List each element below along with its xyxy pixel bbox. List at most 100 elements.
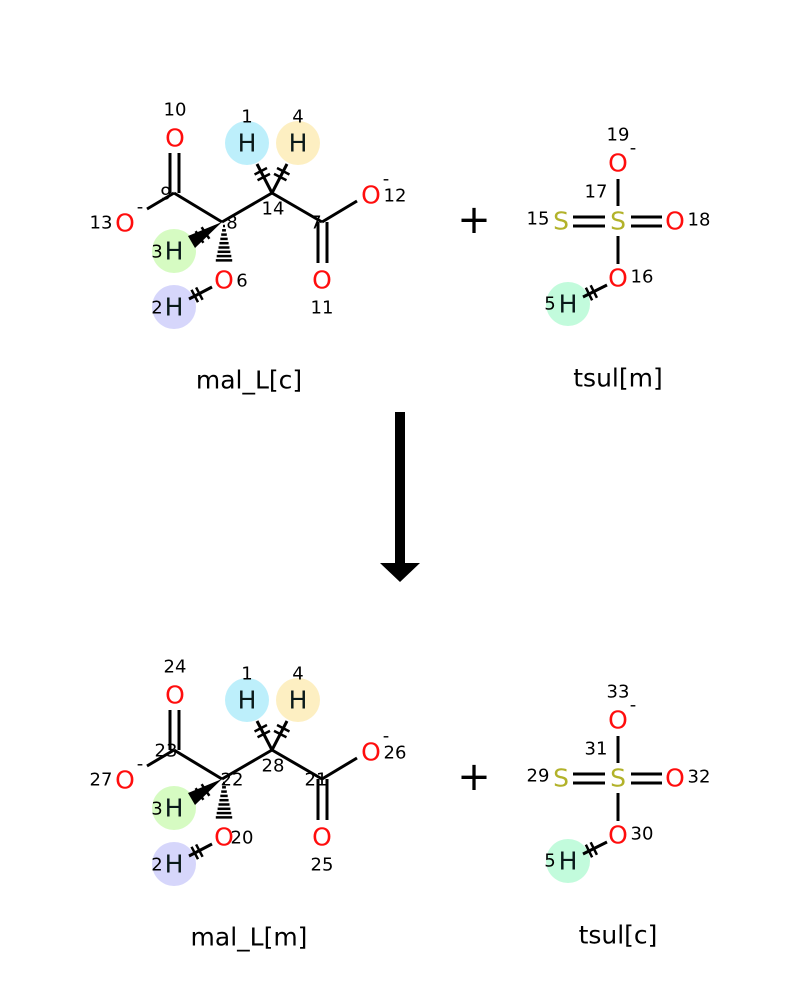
charge-label: - [137,197,144,218]
atom-number: 2 [151,855,162,876]
charge-label: - [630,695,637,716]
atom-h: H [165,237,184,266]
atom-number: 23 [155,741,178,762]
atom-number: 27 [90,770,113,791]
bonds [146,710,358,860]
atom-number: 11 [311,298,334,319]
atom-number: 1 [241,107,252,128]
charge-label: - [137,754,144,775]
atom-h: H [289,686,308,715]
atom-number: 6 [236,271,247,292]
atom-h: H [165,850,184,879]
atom-number: 21 [305,770,328,791]
atom-o: O [214,823,234,852]
atom-h: H [289,129,308,158]
atom-number: 7 [310,213,321,234]
plus-sign-reactants: + [457,197,491,243]
bonds [573,179,662,301]
atom-s: S [553,764,569,793]
atom-number: 14 [262,199,285,220]
atom-o: O [312,266,332,295]
charge-label: - [383,726,390,747]
atom-number: 18 [688,210,711,231]
atom-h: H [238,686,257,715]
plus-sign-products: + [457,754,491,800]
atom-number: 12 [384,186,407,207]
atom-o: O [665,207,685,236]
atom-number: 15 [527,209,550,230]
atom-o: O [165,124,185,153]
reaction-arrow [380,412,420,582]
atom-number: 4 [292,107,303,128]
atom-number: 10 [164,100,187,121]
atom-number: 22 [221,770,244,791]
atom-number: 29 [527,766,550,787]
atom-o: O [312,823,332,852]
atom-highlight [152,842,196,886]
atom-h: H [165,293,184,322]
atom-o: O [361,738,381,767]
molecule-name: mal_L[c] [196,366,302,395]
atom-number: 17 [585,182,608,203]
atom-h: H [559,847,578,876]
atom-highlight [276,121,320,165]
atom-h: H [559,290,578,319]
atom-highlight [152,786,196,830]
atom-number: 3 [151,242,162,263]
atom-highlight [225,121,269,165]
atom-s: S [610,764,626,793]
atom-number: 16 [631,267,654,288]
atom-number: 30 [631,824,654,845]
atom-number: 33 [607,682,630,703]
atom-o: O [665,764,685,793]
molecule-name: tsul[m] [573,364,662,393]
atom-number: 5 [544,294,555,315]
atom-number: 32 [688,767,711,788]
atom-number: 5 [544,851,555,872]
atom-number: 28 [262,756,285,777]
atom-number: 13 [90,213,113,234]
atom-o: O [115,209,135,238]
atom-number: 1 [241,664,252,685]
atom-number: 4 [292,664,303,685]
atom-highlight [276,678,320,722]
charge-label: - [630,138,637,159]
atom-highlight [546,282,590,326]
atom-number: 20 [231,828,254,849]
atom-o: O [115,766,135,795]
atom-number: 24 [164,657,187,678]
atom-highlight [546,839,590,883]
atom-o: O [214,266,234,295]
atom-h: H [238,129,257,158]
atom-s: S [553,207,569,236]
atom-number: 19 [607,125,630,146]
atom-o: O [608,706,628,735]
atom-s: S [610,207,626,236]
molecule-name: mal_L[m] [191,923,308,952]
charge-label: - [383,169,390,190]
atom-number: 2 [151,298,162,319]
atom-highlight [225,678,269,722]
bonds [573,736,662,858]
atom-h: H [165,794,184,823]
atom-highlight [152,229,196,273]
molecule-name: tsul[c] [579,921,658,950]
atom-number: 26 [384,743,407,764]
atom-number: 8 [226,213,237,234]
bonds [146,153,358,303]
atom-o: O [608,821,628,850]
atom-o: O [165,681,185,710]
atom-o: O [608,149,628,178]
atom-highlight [152,285,196,329]
atom-number: 25 [311,855,334,876]
atom-number: 31 [585,739,608,760]
atom-number: 9 [160,184,171,205]
atom-number: 3 [151,799,162,820]
atom-o: O [361,181,381,210]
